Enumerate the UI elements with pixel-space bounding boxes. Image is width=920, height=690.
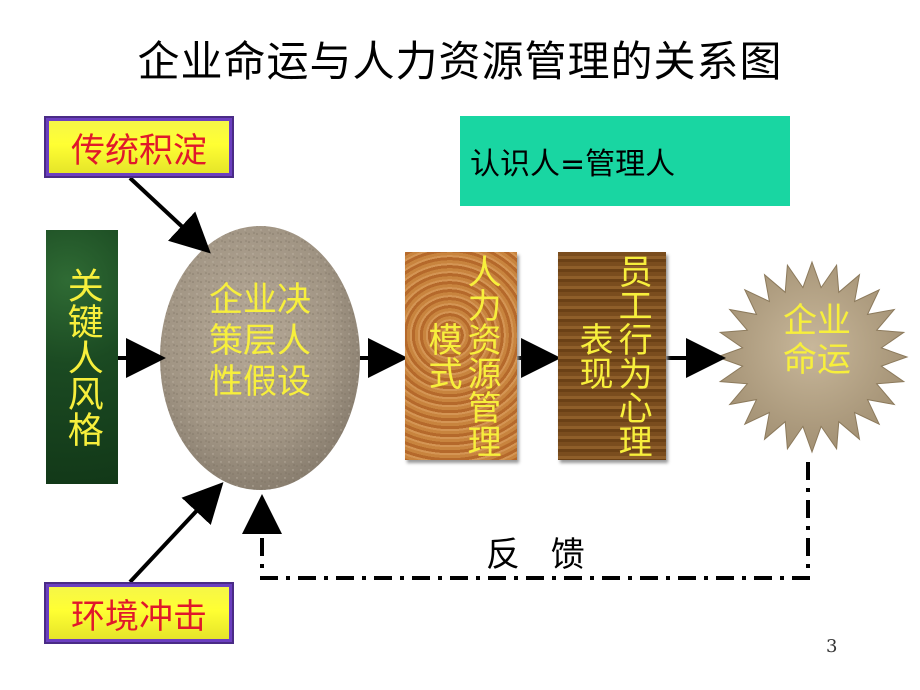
page-number: 3 bbox=[826, 636, 838, 657]
tradition-badge: 传统积淀 bbox=[44, 116, 234, 178]
fate-label: 企业 命运 bbox=[742, 301, 892, 381]
fate-line-2: 命运 bbox=[783, 340, 851, 381]
assumption-line-2: 策层人 bbox=[209, 320, 311, 361]
staff-behavior-box: 员工行为心理表现 bbox=[558, 252, 666, 460]
arrow-environment bbox=[128, 482, 224, 584]
arrow-tradition bbox=[128, 176, 211, 254]
assumption-oval-texture bbox=[160, 226, 360, 490]
feedback-label: 反 馈 bbox=[486, 535, 595, 575]
assumption-label: 企业决 策层人 性假设 bbox=[170, 280, 350, 402]
page-title: 企业命运与人力资源管理的关系图 bbox=[137, 37, 783, 86]
note-box: 认识人=管理人 bbox=[460, 116, 790, 206]
assumption-line-3: 性假设 bbox=[209, 361, 311, 402]
key-style-box: 关键人风格 bbox=[46, 230, 118, 484]
fate-line-1: 企业 bbox=[783, 301, 851, 341]
hr-model-box: 人力资源管理模式 bbox=[405, 252, 517, 460]
feedback-loop bbox=[260, 462, 810, 580]
environment-badge: 环境冲击 bbox=[44, 582, 234, 644]
assumption-line-1: 企业决 bbox=[209, 280, 311, 320]
fate-starburst bbox=[715, 260, 909, 454]
